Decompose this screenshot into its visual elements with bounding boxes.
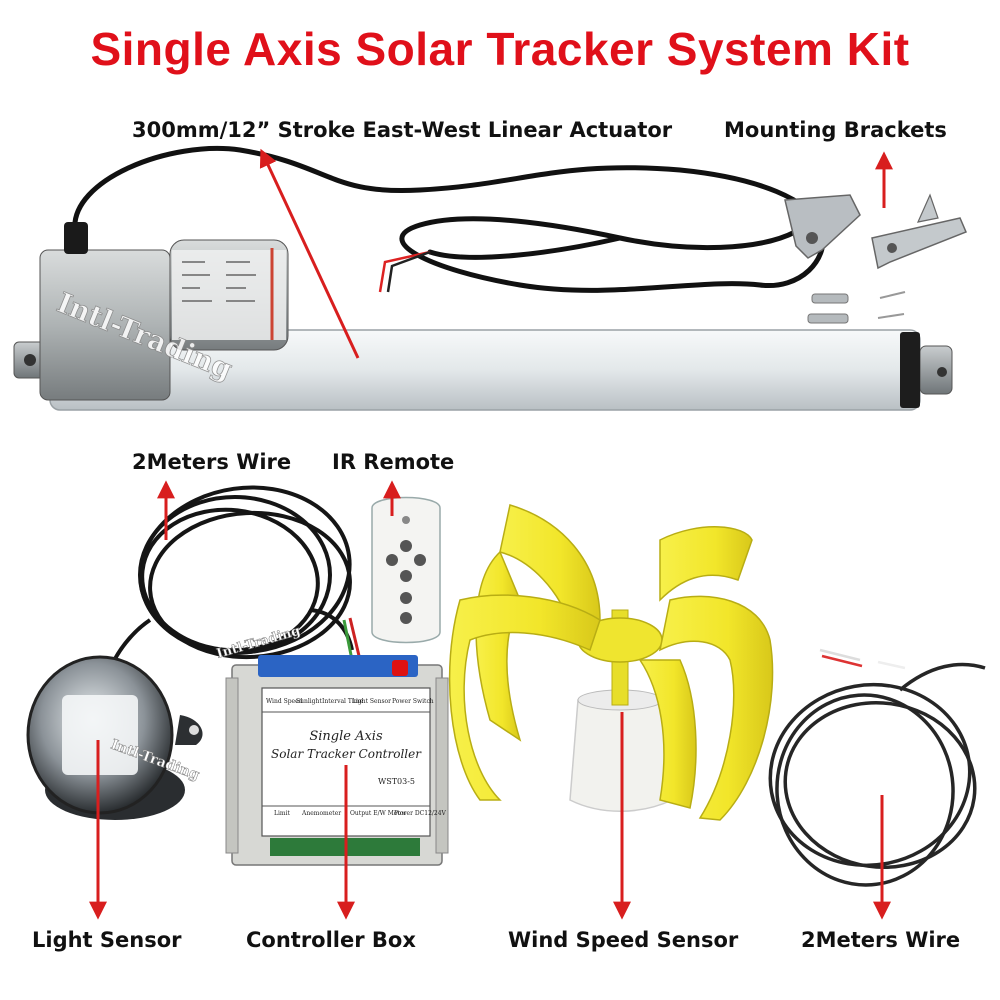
cable-lead-black bbox=[386, 250, 431, 293]
pointer-arrows bbox=[89, 148, 893, 920]
controller-title-line2: Solar Tracker Controller bbox=[271, 747, 422, 761]
controller-label-power-switch: Power Switch bbox=[392, 698, 434, 705]
controller-label-sunlight: Sunlight bbox=[296, 698, 322, 705]
label-wind-speed-sensor: Wind Speed Sensor bbox=[508, 928, 739, 952]
light-sensor bbox=[26, 655, 203, 820]
controller-label-wind-speed: Wind Speed bbox=[266, 698, 303, 705]
controller-label-light-sensor: Light Sensor bbox=[352, 698, 391, 705]
label-wire-left: 2Meters Wire bbox=[132, 450, 292, 474]
controller-title-line1: Single Axis bbox=[309, 729, 383, 744]
label-light-sensor: Light Sensor bbox=[32, 928, 182, 952]
mounting-brackets bbox=[784, 193, 967, 324]
wire-lead-green bbox=[342, 619, 354, 661]
label-mounting-brackets: Mounting Brackets bbox=[724, 118, 947, 142]
controller-label-limit: Limit bbox=[274, 810, 291, 817]
wire-lead-red bbox=[348, 617, 362, 661]
cable-lead-red bbox=[378, 250, 431, 293]
wire-leads-right bbox=[819, 648, 906, 670]
controller-label-interval: Interval Time bbox=[322, 698, 363, 705]
controller-model: WST03-5 bbox=[378, 777, 415, 786]
controller-label-anemometer: Anemometer bbox=[301, 810, 341, 817]
ir-remote bbox=[371, 496, 441, 644]
label-controller-box: Controller Box bbox=[246, 928, 416, 952]
actuator-cable bbox=[72, 146, 826, 293]
controller-label-output: Output E/W Motor bbox=[350, 810, 406, 817]
wind-speed-sensor bbox=[448, 504, 774, 821]
label-wire-right: 2Meters Wire bbox=[801, 928, 961, 952]
controller-box bbox=[225, 655, 449, 866]
label-ir-remote: IR Remote bbox=[332, 450, 455, 474]
page-title: Single Axis Solar Tracker System Kit bbox=[90, 23, 910, 75]
linear-actuator bbox=[13, 222, 953, 411]
label-actuator: 300mm/12” Stroke East-West Linear Actuat… bbox=[132, 118, 673, 142]
wire-coil-right bbox=[768, 662, 986, 887]
controller-label-power: Power DC12/24V bbox=[394, 810, 447, 817]
arrow-actuator bbox=[259, 148, 360, 359]
